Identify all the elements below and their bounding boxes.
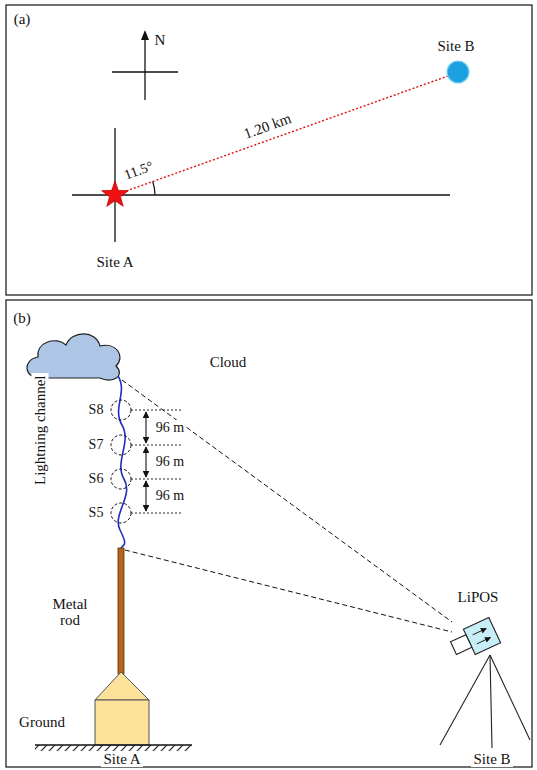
level-line: [131, 410, 182, 411]
tripod-leg: [440, 655, 490, 745]
dimension-arrow: [145, 447, 146, 477]
segment-label: S6: [87, 471, 106, 486]
channel-label: Lightning channel: [32, 373, 49, 487]
site-b-marker: [447, 61, 469, 83]
site-label: Site A: [94, 254, 135, 271]
dimension-arrow: [145, 481, 146, 511]
tripod-leg: [490, 655, 530, 740]
tripod-leg: [490, 655, 492, 748]
level-line: [131, 479, 182, 480]
house-roof: [95, 672, 149, 700]
level-line: [131, 513, 182, 514]
segment-circle: [111, 503, 131, 523]
east-axis: [72, 194, 450, 195]
panel-frame: [6, 300, 532, 767]
house-body: [95, 700, 149, 745]
site-a-star: [102, 181, 129, 206]
angle-label: 11.5°: [121, 158, 158, 184]
ground-label: Ground: [17, 714, 67, 731]
camera-lens: [451, 635, 472, 655]
segment-label: S5: [87, 505, 106, 520]
dimension-label: 96 m: [154, 488, 186, 503]
dimension-label: 96 m: [154, 420, 186, 435]
distance-label: 1.20 km: [240, 109, 296, 143]
camera-arrow: [473, 629, 487, 635]
metal-rod: [118, 548, 124, 674]
part-label: Metal rod: [44, 596, 96, 629]
dimension-arrow: [145, 412, 146, 443]
north-arrowhead: [141, 30, 149, 40]
site-label: Site B: [435, 38, 476, 55]
segment-circle: [111, 435, 131, 455]
north-arrow: [144, 38, 145, 100]
camera-arrow: [477, 638, 491, 644]
sight-line: [125, 550, 452, 632]
compass-label: N: [153, 32, 168, 49]
site-label: Site B: [471, 751, 512, 768]
panel-label: (b): [11, 310, 33, 327]
sight-line: [122, 380, 452, 622]
baseline: [115, 76, 448, 195]
angle-arc: [153, 182, 155, 196]
segment-circle: [111, 469, 131, 489]
instrument-label: LiPOS: [456, 589, 501, 606]
dimension-label: 96 m: [154, 454, 186, 469]
panel-label: (a): [12, 11, 33, 28]
segment-circle: [111, 400, 131, 420]
site-label: Site A: [101, 751, 142, 768]
cloud-label: Cloud: [208, 354, 249, 371]
panel-frame: [6, 5, 532, 295]
segment-label: S7: [87, 437, 106, 452]
level-line: [131, 445, 182, 446]
segment-label: S8: [87, 402, 106, 417]
lipos-camera: [448, 617, 501, 661]
compass-line: [112, 71, 178, 72]
